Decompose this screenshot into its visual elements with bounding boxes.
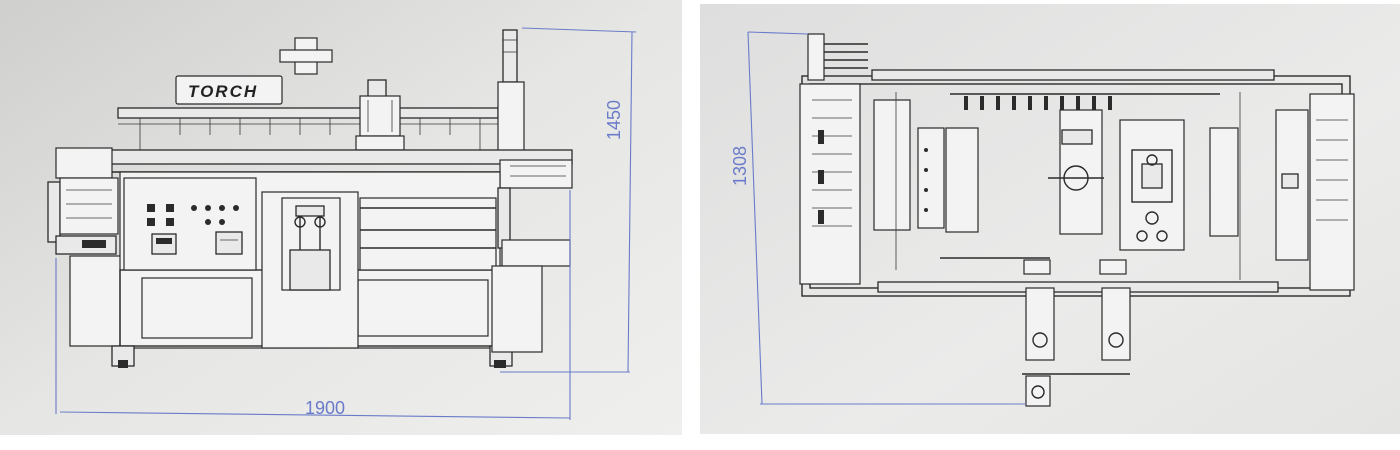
right-stage [359,187,571,353]
dimension-width-label: 1900 [305,398,345,418]
right-column [497,29,525,155]
left-conveyor [799,33,868,285]
dimension-height-label: 1450 [604,100,624,140]
top-view-svg: 1308 [700,4,1400,434]
brand-plate: TORCH [175,75,283,105]
dimension-width: 1900 [55,190,571,420]
front-view-svg: TORCH [0,0,682,435]
top-view-drawing: 1308 [700,0,1400,450]
dimension-height: 1450 [500,27,637,373]
right-conveyor [1309,93,1355,291]
preheat-stations [873,92,979,270]
bottom-carriages [1022,287,1131,407]
nozzle-bar [950,93,1220,110]
centre-module [261,191,359,349]
solder-station [1048,109,1185,251]
brand-label: TORCH [188,82,258,101]
bottom-rail [940,257,1127,275]
fume-hood [279,37,333,75]
dimension-depth: 1308 [730,31,1026,405]
dimension-depth-label: 1308 [730,146,750,186]
right-stations [1209,92,1309,280]
front-view-drawing: TORCH [0,0,682,450]
left-entry-assembly [47,147,119,255]
control-panel [123,177,257,271]
